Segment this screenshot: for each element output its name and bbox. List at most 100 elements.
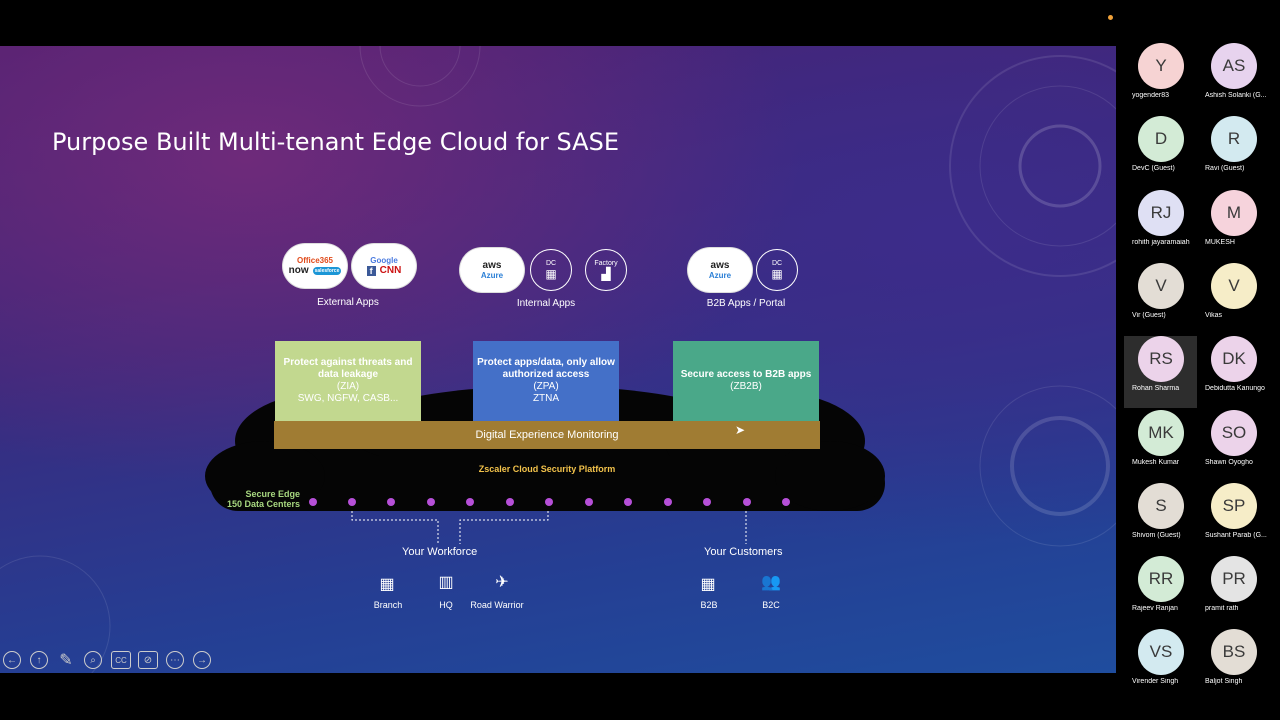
b2b-dc-label: DC — [771, 259, 783, 267]
more-options-button[interactable]: ⋯ — [166, 651, 184, 669]
avatar: RR — [1138, 556, 1184, 603]
camera-off-icon: ⊘ — [143, 654, 153, 666]
avatar: M — [1211, 189, 1257, 236]
branch-building-icon: ▦ — [379, 576, 395, 593]
participant-name: Virender Singh — [1132, 678, 1179, 686]
participant-name: Ravi (Guest) — [1205, 165, 1245, 173]
arrow-up-icon: ↑ — [36, 654, 42, 666]
branch-label: Branch — [373, 600, 403, 610]
zpa-sub1: (ZPA) — [533, 381, 559, 392]
participant-tile[interactable]: R Ravi (Guest) — [1197, 116, 1270, 188]
secure-edge-line1: Secure Edge — [245, 489, 300, 499]
pen-tool-button[interactable]: ✎ — [57, 651, 75, 669]
participant-tile[interactable]: RR Rajeev Ranjan — [1124, 556, 1197, 628]
your-customers-label: Your Customers — [704, 546, 783, 558]
participant-tile[interactable]: S Shivom (Guest) — [1124, 482, 1197, 555]
avatar: V — [1211, 262, 1257, 309]
zpa-service-box: Protect apps/data, only allow authorized… — [473, 341, 619, 421]
participant-tile[interactable]: VS Virender Singh — [1124, 629, 1197, 701]
google-cloud-icon: Google f CNN — [352, 244, 416, 288]
avatar: Y — [1138, 43, 1184, 89]
edge-datacenter-dot — [782, 498, 790, 506]
participant-name: Vir (Guest) — [1132, 311, 1166, 319]
avatar: SP — [1211, 482, 1257, 529]
zia-title: Protect against threats and data leakage — [283, 357, 413, 380]
google-label: Google — [370, 256, 398, 265]
edge-datacenter-dot — [387, 498, 395, 506]
b2b-building-icon: ▦ — [700, 576, 716, 593]
now-label: now — [288, 265, 309, 276]
hq-label: HQ — [439, 600, 453, 610]
avatar: BS — [1211, 629, 1257, 676]
edge-datacenter-dot — [664, 498, 672, 506]
factory-label: Factory — [594, 259, 618, 267]
road-warrior-icon: ✈ — [495, 574, 509, 591]
decorative-tech-rings — [0, 46, 1116, 673]
participant-name: Ashish Solanki (G... — [1205, 92, 1267, 99]
avatar: S — [1138, 482, 1184, 529]
avatar: D — [1138, 116, 1184, 163]
status-indicator-dot — [1108, 15, 1113, 20]
secure-edge-label: Secure Edge 150 Data Centers — [216, 489, 300, 509]
participant-name: Mukesh Kumar — [1132, 458, 1180, 466]
participant-name: Shawn Oyogho — [1205, 458, 1253, 466]
zb2b-sub1: (ZB2B) — [730, 381, 762, 392]
avatar: RS — [1138, 336, 1184, 383]
avatar: SO — [1211, 409, 1257, 456]
participant-name: Shivom (Guest) — [1132, 531, 1181, 539]
edge-datacenter-dot — [624, 498, 632, 506]
avatar: VS — [1138, 629, 1184, 676]
edge-datacenter-dot — [585, 498, 593, 506]
edge-datacenter-dot — [545, 498, 553, 506]
digital-experience-monitoring-bar: Digital Experience Monitoring — [274, 421, 820, 449]
zb2b-title: Secure access to B2B apps — [680, 369, 812, 380]
dc-label: DC — [545, 259, 557, 267]
presentation-slide: Purpose Built Multi-tenant Edge Cloud fo… — [0, 46, 1116, 673]
edge-datacenter-dot — [703, 498, 711, 506]
participant-tile[interactable]: V Vikas — [1197, 262, 1270, 335]
participant-name: Rajeev Ranjan — [1132, 605, 1178, 613]
participant-name: DevC (Guest) — [1132, 165, 1175, 173]
office365-cloud-icon: Office365 now salesforce — [283, 244, 347, 288]
magnifier-icon: ⌕ — [90, 654, 96, 666]
aws-label: aws — [482, 260, 502, 271]
edge-datacenter-dot — [466, 498, 474, 506]
edge-datacenter-dot — [506, 498, 514, 506]
b2b-apps-label: B2B Apps / Portal — [706, 298, 786, 309]
b2c-label: B2C — [762, 600, 780, 610]
previous-slide-button[interactable]: ← — [3, 651, 21, 669]
zpa-sub2: ZTNA — [532, 393, 560, 404]
internal-apps-label: Internal Apps — [516, 298, 576, 309]
your-workforce-label: Your Workforce — [402, 546, 478, 558]
arrow-left-icon: ← — [7, 654, 17, 666]
mouse-cursor-icon: ➤ — [735, 423, 746, 437]
avatar: R — [1211, 116, 1257, 163]
captions-button[interactable]: CC — [111, 651, 131, 669]
b2c-people-icon: 👥 — [761, 574, 781, 591]
edge-datacenter-dot — [427, 498, 435, 506]
participant-tile[interactable]: SO Shawn Oyogho — [1197, 409, 1270, 482]
participant-name: Vikas — [1205, 311, 1222, 319]
participant-name: MUKESH — [1205, 238, 1235, 246]
participant-tile[interactable]: D DevC (Guest) — [1124, 116, 1197, 188]
zb2b-service-box: Secure access to B2B apps (ZB2B) — [673, 341, 819, 421]
zia-service-box: Protect against threats and data leakage… — [275, 341, 421, 421]
advance-slide-button[interactable]: → — [193, 651, 211, 669]
zoom-button[interactable]: ⌕ — [84, 651, 102, 669]
participant-tile[interactable]: M MUKESH — [1197, 189, 1270, 262]
road-warrior-label: Road Warrior — [470, 600, 524, 610]
hq-building-icon: ▥ — [438, 574, 454, 591]
connector-lines — [351, 511, 747, 544]
next-slide-button[interactable]: ↑ — [30, 651, 48, 669]
camera-toggle-button[interactable]: ⊘ — [138, 651, 158, 669]
